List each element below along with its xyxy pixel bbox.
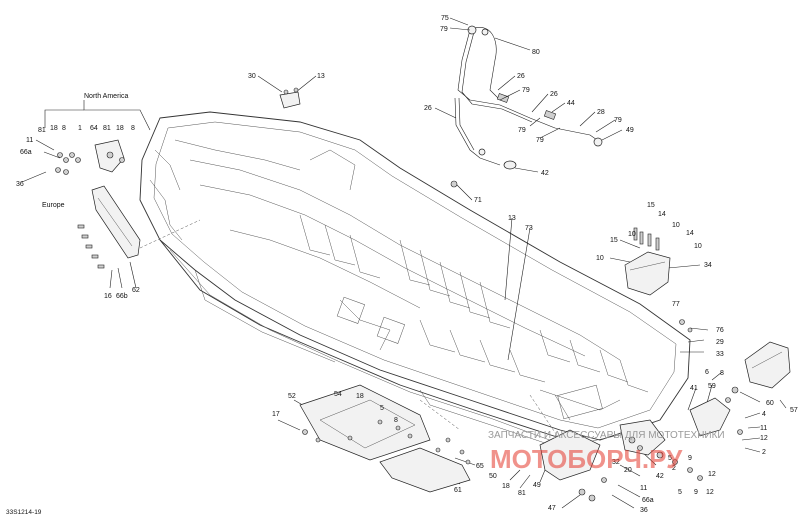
callout-18: 18 [50,125,58,132]
callout-76: 76 [716,327,724,334]
callout-16: 16 [104,293,112,300]
callout-71: 71 [474,197,482,204]
callout-32: 32 [612,459,620,466]
callout-15: 15 [610,237,618,244]
callout-79: 79 [522,87,530,94]
callout-8: 8 [720,370,724,377]
callout-29: 29 [716,339,724,346]
callout-9: 9 [694,489,698,496]
callout-28: 28 [597,109,605,116]
callout-42: 42 [656,473,664,480]
callout-1: 1 [78,125,82,132]
callout-36: 36 [16,181,24,188]
callout-11: 11 [26,137,33,144]
callout-6: 6 [705,369,709,376]
callout-36: 36 [640,507,648,514]
callout-8: 8 [131,125,135,132]
callout-81: 81 [38,127,46,134]
callout-49: 49 [533,482,541,489]
callout-79: 79 [440,26,448,33]
callout-14: 14 [658,211,666,218]
callout-47: 47 [548,505,556,512]
callout-8: 8 [62,125,66,132]
callout-41: 41 [690,385,698,392]
callout-42: 42 [541,170,549,177]
callout-26: 26 [550,91,558,98]
callout-64: 64 [90,125,98,132]
callout-13: 13 [317,73,325,80]
callout-12: 12 [706,489,714,496]
callout-11: 11 [640,485,647,492]
callout-66a: 66a [20,149,32,156]
callout-50: 50 [489,473,497,480]
callout-18: 18 [356,393,364,400]
callout-14: 14 [686,230,694,237]
callout-10: 10 [672,222,680,229]
callout-54: 54 [334,391,342,398]
callout-9: 9 [688,455,692,462]
watermark-logo: МОТОБОРЧ.РУ [490,444,683,474]
callout-11: 11 [760,425,767,432]
callout-17: 17 [272,411,280,418]
callout-52: 52 [288,393,296,400]
leader-lines [21,17,787,509]
callout-62: 62 [132,287,140,294]
callout-18: 18 [502,483,510,490]
callout-2: 2 [762,449,766,456]
callout-44: 44 [567,100,575,107]
watermark-text: ЗАПЧАСТИ И АКСЕССУАРЫ ДЛЯ МОТОТЕХНИКИ [488,430,725,441]
callout-12: 12 [708,471,716,478]
callout-30: 30 [248,73,256,80]
small-parts [55,87,791,502]
callout-81: 81 [518,490,526,497]
callout-66a: 66a [642,497,654,504]
hose-assembly [454,25,603,170]
callout-4: 4 [762,411,766,418]
callout-81: 81 [103,125,111,132]
callout-26: 26 [424,105,432,112]
callout-15: 15 [647,202,655,209]
callout-79: 79 [614,117,622,124]
callout-34: 34 [704,262,712,269]
callout-5: 5 [668,455,672,462]
europe-label: Europe [42,202,65,209]
callout-57: 57 [790,407,798,414]
callout-75: 75 [441,15,449,22]
callout-18: 18 [116,125,124,132]
callout-20: 20 [624,467,632,474]
callout-33: 33 [716,351,724,358]
callout-79: 79 [518,127,526,134]
hull-body [139,111,691,449]
callout-10: 10 [694,243,702,250]
callout-13: 13 [508,215,516,222]
callout-80: 80 [532,49,540,56]
callout-labels: 75 79 80 26 79 26 44 79 79 28 79 49 26 4… [16,15,798,514]
callout-10: 10 [596,255,604,262]
callout-2: 2 [672,465,676,472]
callout-66b: 66b [116,293,128,300]
figure-code: 33S1214-19 [6,509,42,516]
callout-10: 10 [628,231,636,238]
callout-12: 12 [760,435,768,442]
callout-60: 60 [766,400,774,407]
callout-5: 5 [678,489,682,496]
callout-59: 59 [708,383,716,390]
callout-79: 79 [536,137,544,144]
callout-65: 65 [476,463,484,470]
north-america-label: North America [84,93,128,100]
callout-5: 5 [380,405,384,412]
callout-77: 77 [672,301,680,308]
callout-73: 73 [525,225,533,232]
callout-61: 61 [454,487,462,494]
callout-49: 49 [626,127,634,134]
callout-26: 26 [517,73,525,80]
callout-8: 8 [394,417,398,424]
